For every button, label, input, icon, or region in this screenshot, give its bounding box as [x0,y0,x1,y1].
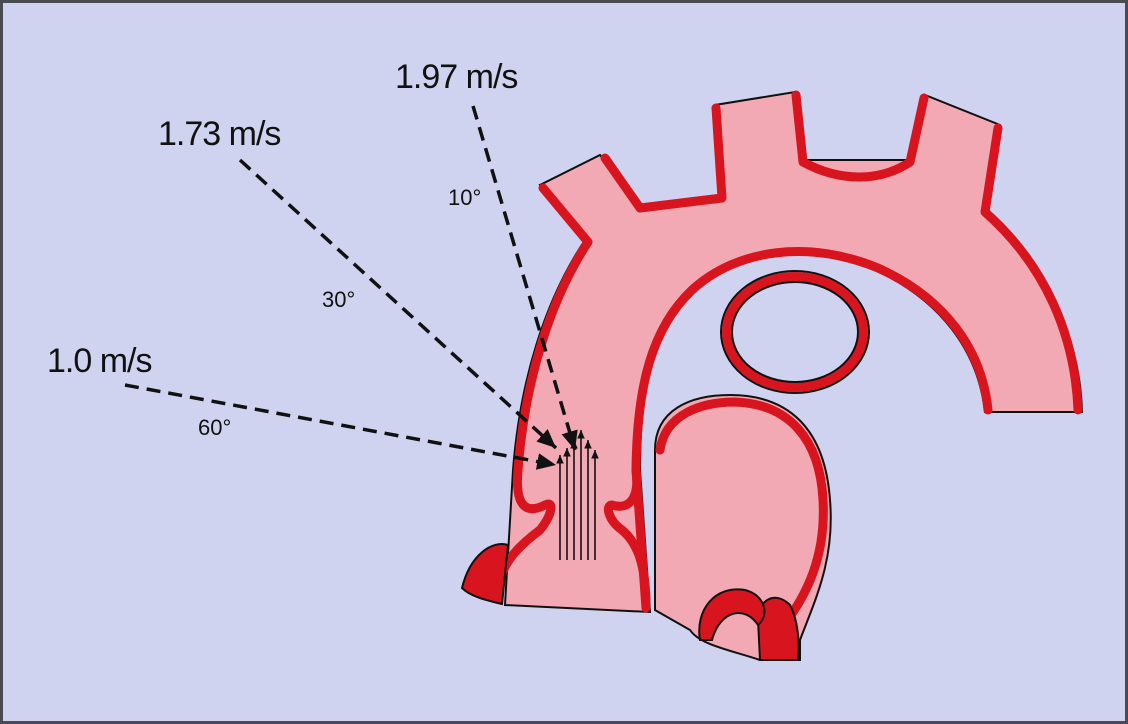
doppler-beams [124,105,578,470]
beam-60deg [124,383,557,470]
velocity-label-60deg: 1.0 m/s [47,342,151,380]
valve-leaflet-left [495,465,556,585]
velocity-label-30deg: 1.73 m/s [158,115,280,153]
beam-30deg [238,158,558,450]
flow-arrows [556,430,599,560]
valve-leaflet-right [603,465,651,605]
base-red-hook [698,588,766,641]
beam-10deg [471,105,578,451]
aorta-and-heart-illustration [460,90,1084,661]
angle-label-60deg: 60° [198,415,231,440]
ventricle-wall [655,397,828,635]
angle-label-10deg: 10° [448,185,481,210]
base-red-left [460,543,510,606]
pulmonary-artery-ring [722,272,868,392]
velocity-label-10deg: 1.97 m/s [395,58,517,96]
left-ventricle [654,393,832,661]
vessel-walls [513,90,1083,613]
angle-label-30deg: 30° [322,287,355,312]
